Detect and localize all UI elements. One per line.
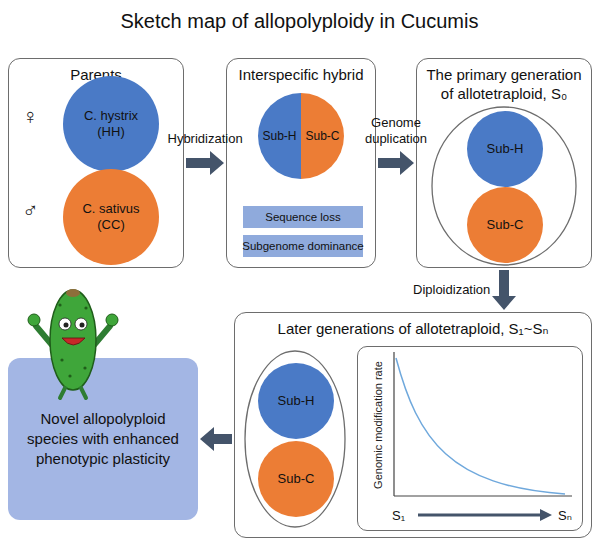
- subgenome-half: Sub-C: [301, 93, 344, 179]
- node-text: Sequence loss: [265, 211, 340, 223]
- process-band: Sequence loss: [243, 206, 363, 228]
- node-text: Sub-H: [262, 129, 296, 143]
- node-text: Sub-C: [487, 217, 524, 233]
- axis-tick-label: S₁: [392, 508, 405, 523]
- node-text: Novel allopolyploid species with enhance…: [22, 409, 184, 469]
- result-box: Novel allopolyploid species with enhance…: [8, 358, 198, 520]
- axis-tick-label: Sₙ: [558, 508, 572, 523]
- sex-symbol: ♂: [22, 198, 39, 224]
- species-circle: C. hystrix (HH): [63, 76, 159, 172]
- group-box: Later generations of allotetraploid, S₁~…: [234, 312, 592, 538]
- block-arrow: [186, 151, 224, 175]
- block-arrow: [492, 270, 516, 310]
- box-heading: The primary generation of allotetraploid…: [422, 65, 587, 103]
- diagram-title: Sketch map of allopolyploidy in Cucumis: [0, 10, 599, 33]
- edge-label: Hybridization: [168, 131, 243, 147]
- box-heading: Later generations of allotetraploid, S₁~…: [239, 319, 587, 338]
- node-text: Sub-H: [278, 393, 315, 409]
- sex-symbol: ♀: [22, 104, 39, 130]
- box-heading: Interspecific hybrid: [231, 65, 371, 84]
- species-circle: C. sativus (CC): [63, 169, 159, 265]
- subgenome-circle: Sub-C: [467, 187, 543, 263]
- block-arrow: [200, 427, 232, 451]
- chart-panel: Genomic modification rateS₁ Sₙ: [357, 346, 583, 531]
- block-arrow: [378, 151, 414, 175]
- edge-label: Genome duplication: [351, 115, 441, 147]
- edge-label: Diploidization: [413, 282, 490, 298]
- subgenome-circle: Sub-C: [258, 441, 334, 517]
- subgenome-circle: Sub-H: [467, 111, 543, 187]
- axis-label: Genomic modification rate: [372, 361, 384, 489]
- node-text: C. hystrix (HH): [75, 108, 147, 140]
- node-text: Sub-H: [487, 141, 524, 157]
- group-box: Interspecific hybridSub-H Sub-C Sequence l…: [226, 58, 376, 268]
- node-text: C. sativus (CC): [75, 201, 147, 233]
- process-band: Subgenome dominance: [243, 235, 363, 257]
- node-text: Sub-C: [305, 129, 339, 143]
- node-text: Sub-C: [278, 471, 315, 487]
- node-text: Subgenome dominance: [242, 240, 363, 252]
- group-box: ParentsC. hystrix (HH)C. sativus (CC): [8, 58, 184, 268]
- subgenome-circle: Sub-H: [258, 363, 334, 439]
- subgenome-half: Sub-H: [258, 93, 301, 179]
- group-box: The primary generation of allotetraploid…: [416, 58, 592, 268]
